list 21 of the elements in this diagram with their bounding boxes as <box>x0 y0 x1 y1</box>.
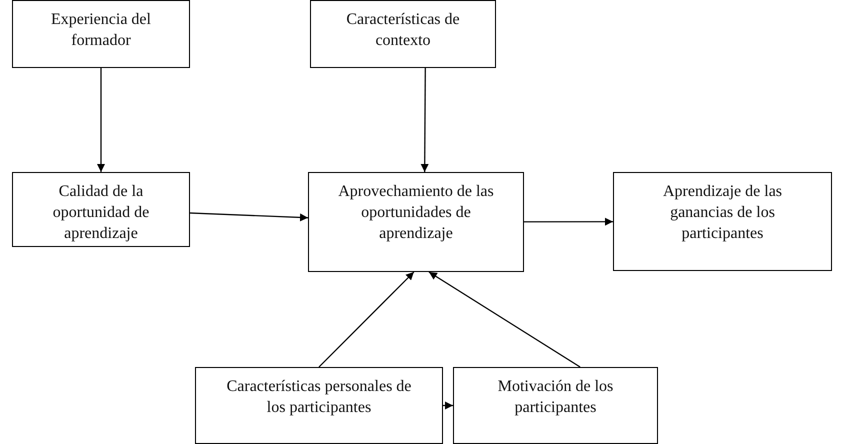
process-box <box>453 367 658 444</box>
process-box <box>12 0 190 68</box>
process-box <box>310 0 496 68</box>
box-label: Aprovechamiento de las oportunidades de aprendizaje <box>337 182 495 244</box>
box-label: Características de contexto <box>345 10 461 51</box>
process-box <box>308 172 524 272</box>
process-box <box>613 172 832 271</box>
process-box <box>12 172 190 247</box>
box-label: Características personales de los participantes <box>226 377 412 418</box>
box-label: Experiencia del formador <box>50 10 152 51</box>
process-box <box>195 367 443 444</box>
arrow <box>190 212 308 222</box>
arrow <box>428 272 580 368</box>
arrow <box>97 68 105 172</box>
arrow <box>524 218 613 226</box>
arrow <box>443 402 453 410</box>
box-label: Calidad de la oportunidad de aprendizaje <box>52 182 150 244</box>
arrow <box>420 68 429 172</box>
box-label: Motivación de los participantes <box>496 377 614 418</box>
arrow <box>318 272 414 368</box>
box-label: Aprendizaje de las ganancias de los participantes <box>662 182 784 244</box>
